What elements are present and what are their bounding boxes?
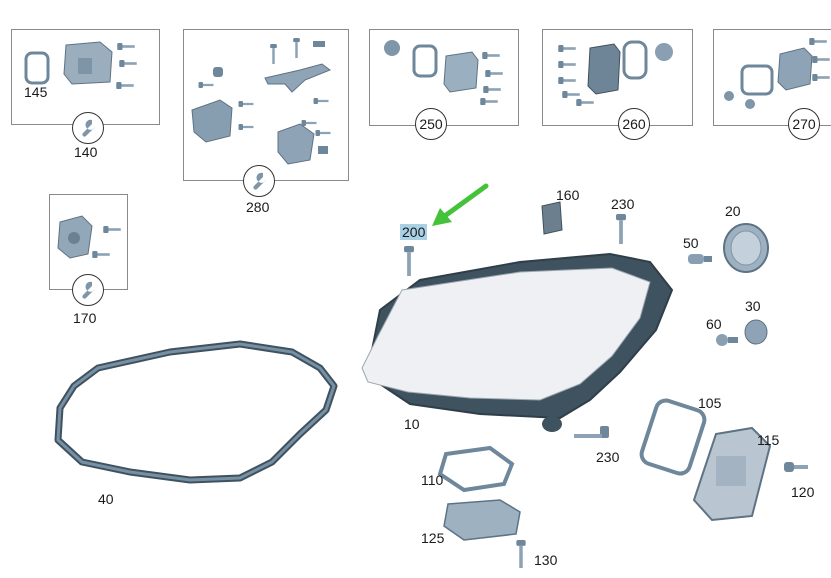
wrench-icon[interactable] (243, 165, 275, 197)
cap-30 (744, 319, 768, 345)
bulb-50 (688, 254, 712, 264)
label-130[interactable]: 130 (534, 552, 558, 568)
inset-250-parts (384, 40, 503, 105)
label-120[interactable]: 120 (791, 484, 815, 500)
label-125[interactable]: 125 (421, 530, 445, 546)
label-30[interactable]: 30 (745, 298, 761, 314)
gasket-110 (437, 445, 515, 493)
wrench-icon-glyph (82, 281, 95, 299)
headlight-seal-frame (54, 340, 338, 484)
inset-140-parts (24, 41, 137, 89)
label-20[interactable]: 20 (725, 203, 741, 219)
label-140[interactable]: 140 (74, 144, 98, 160)
inset-270-parts (724, 38, 830, 109)
label-105[interactable]: 105 (698, 395, 722, 411)
screw-230-lower (574, 426, 609, 438)
callout-250[interactable]: 250 (415, 108, 447, 140)
label-115[interactable]: 115 (757, 432, 780, 448)
gasket-105 (639, 398, 707, 476)
screw-120 (784, 462, 808, 472)
label-10[interactable]: 10 (404, 416, 420, 432)
label-200-highlighted[interactable]: 200 (400, 224, 428, 240)
label-60[interactable]: 60 (706, 316, 722, 332)
label-50[interactable]: 50 (683, 235, 699, 251)
label-170[interactable]: 170 (73, 310, 97, 326)
label-110[interactable]: 110 (421, 472, 444, 488)
inset-170-parts (57, 215, 121, 259)
part-160 (541, 201, 563, 235)
headlight-lens (361, 267, 651, 401)
wrench-icon-glyph (82, 119, 95, 137)
wrench-icon[interactable] (72, 112, 104, 144)
wrench-icon[interactable] (72, 274, 104, 306)
label-280[interactable]: 280 (246, 199, 270, 215)
label-230-upper[interactable]: 230 (611, 196, 635, 212)
bulb-60 (716, 334, 738, 346)
label-40[interactable]: 40 (98, 491, 114, 507)
wrench-icon-glyph (253, 172, 266, 190)
inset-280-parts (191, 38, 332, 165)
callout-270[interactable]: 270 (788, 108, 820, 140)
arrow-icon (432, 183, 489, 226)
inset-260-parts (558, 40, 673, 106)
callout-260[interactable]: 260 (618, 108, 650, 140)
label-160[interactable]: 160 (556, 187, 580, 203)
module-125 (443, 499, 521, 541)
label-145[interactable]: 145 (24, 84, 48, 100)
label-230-lower[interactable]: 230 (596, 449, 620, 465)
